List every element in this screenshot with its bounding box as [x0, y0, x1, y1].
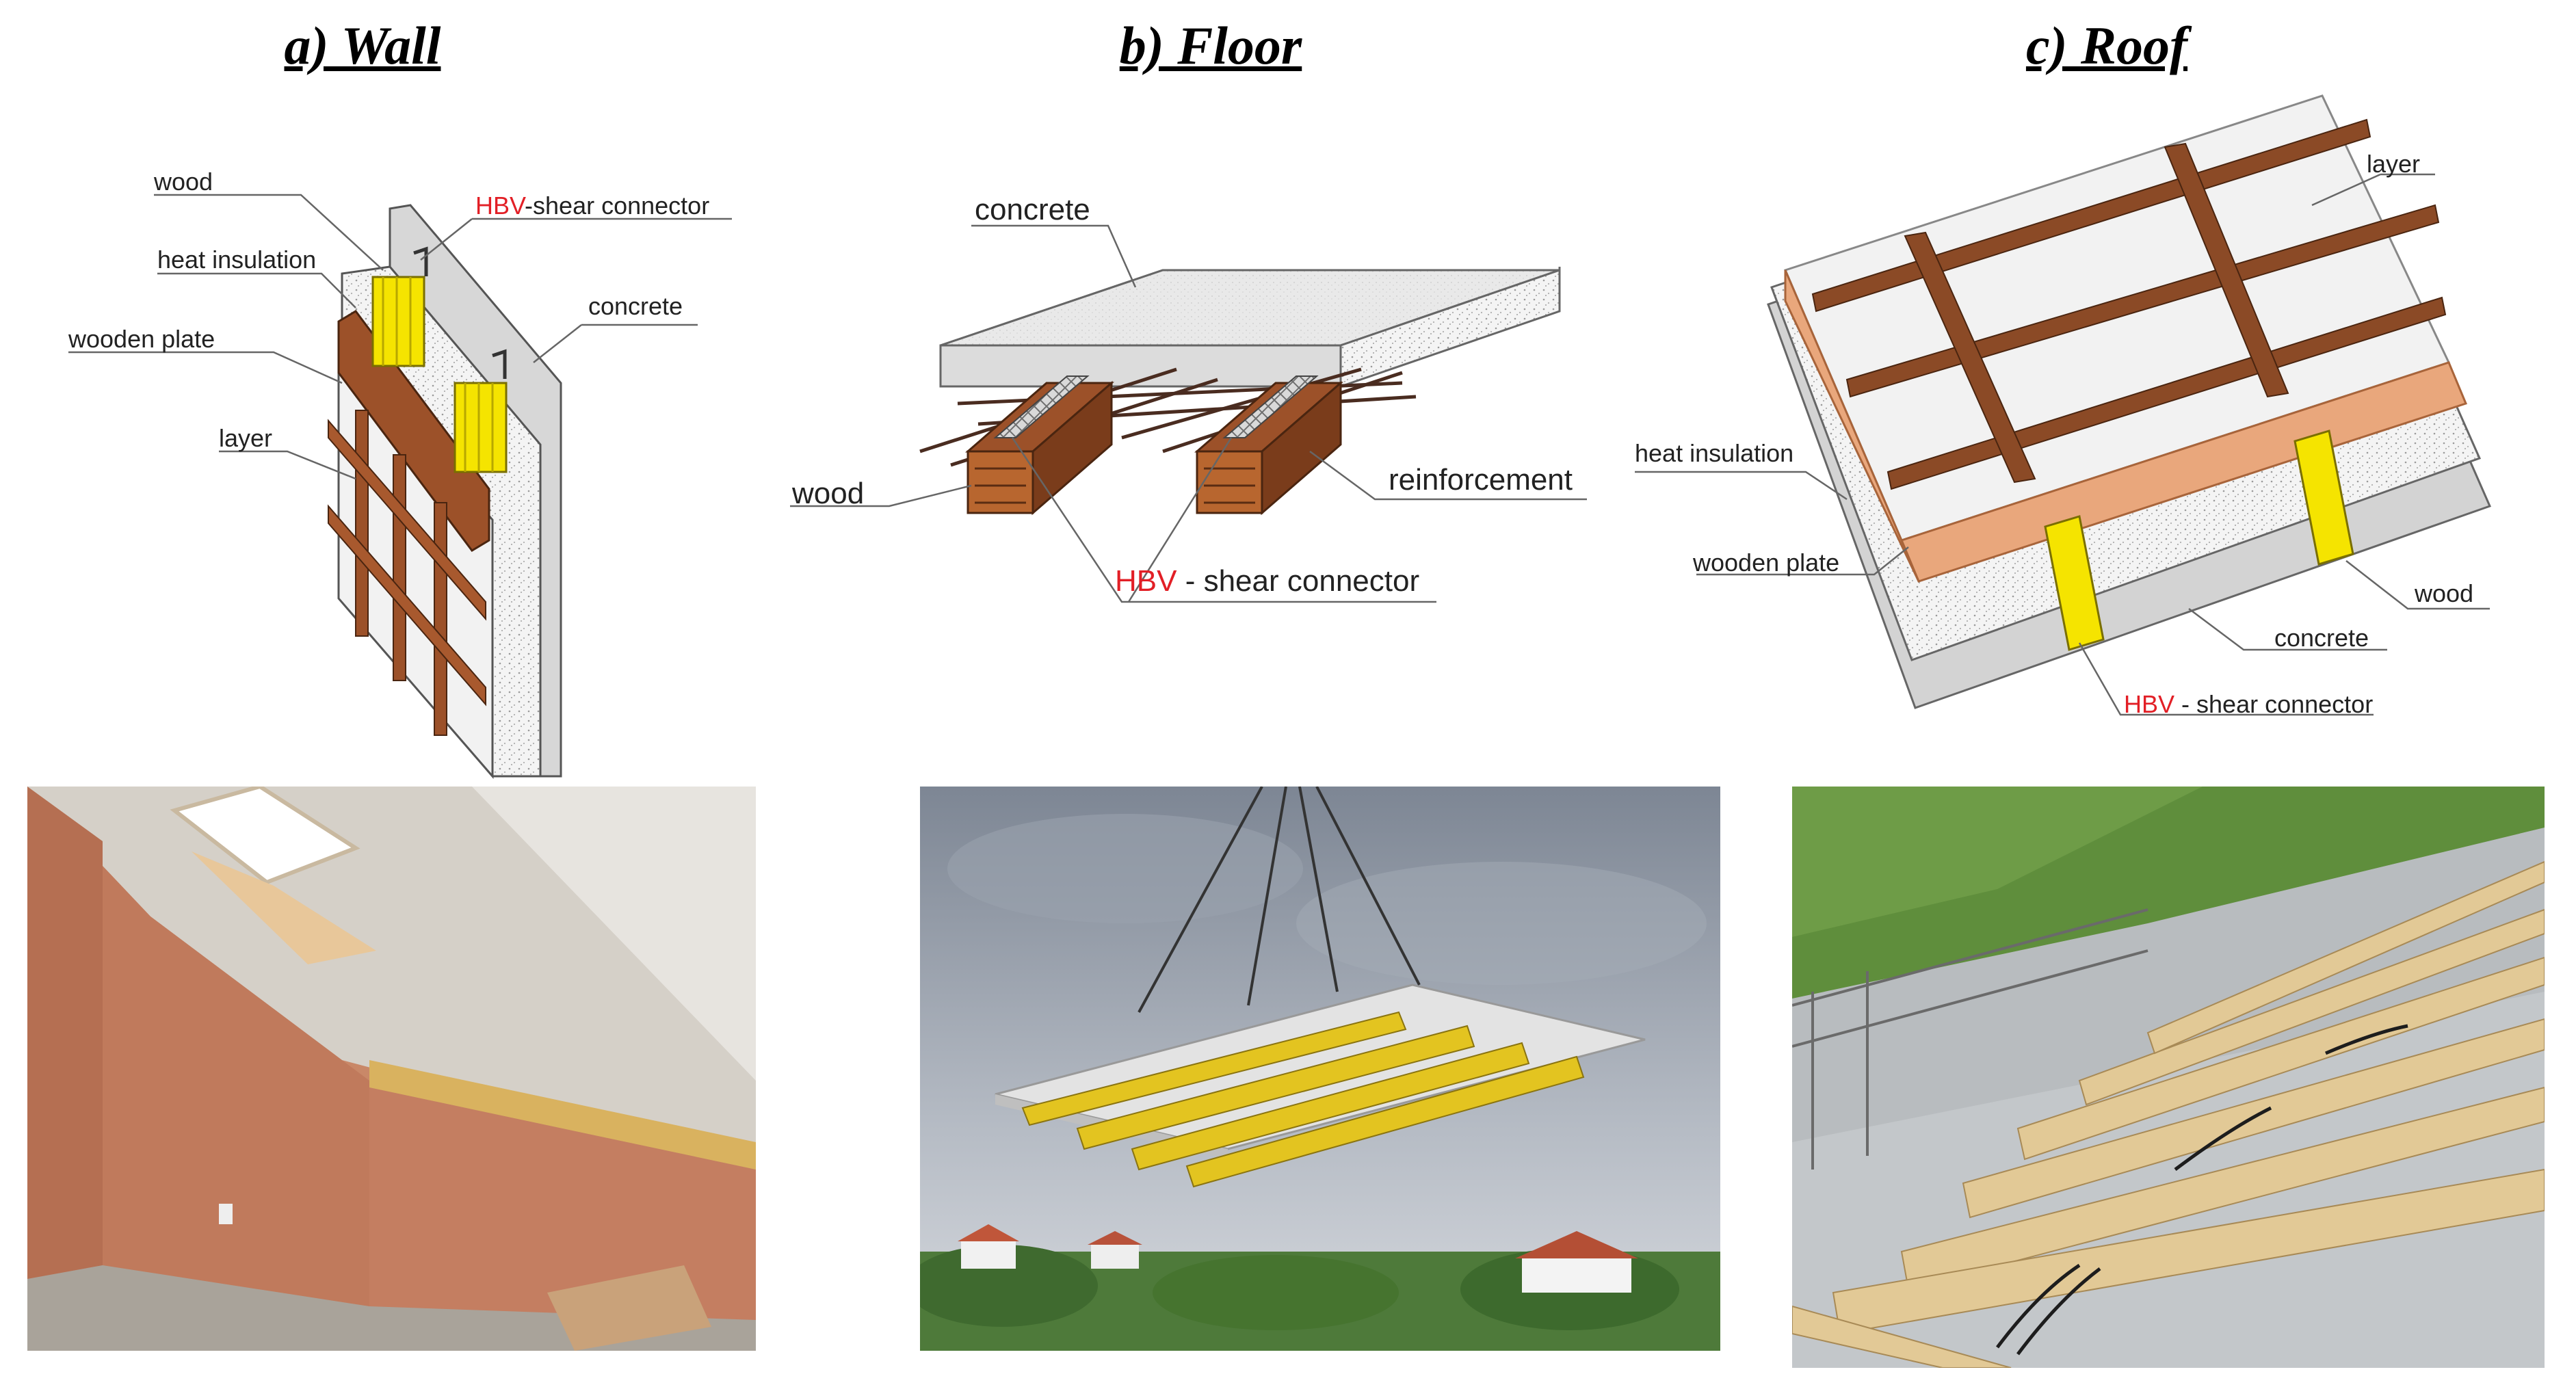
floor-label-concrete: concrete — [975, 193, 1090, 226]
wall-label-hbv-prefix: HBV — [475, 191, 525, 220]
wall-batten-3 — [434, 502, 447, 736]
roof-photo — [1792, 787, 2545, 1368]
roof-label-layer: layer — [2367, 150, 2421, 178]
wall-label-hbv: HBV-shear connector — [475, 194, 709, 218]
floor-label-hbv: HBV - shear connector — [1115, 566, 1419, 596]
floor-diagram — [790, 224, 1587, 603]
wall-label-layer: layer — [219, 424, 273, 452]
wall-label-wood: wood — [154, 168, 213, 196]
roof-label-hbv-prefix: HBV — [2124, 690, 2175, 718]
wall-wooden-plate — [337, 310, 490, 552]
roof-label-concrete: concrete — [2274, 624, 2369, 652]
roof-batten-2 — [1845, 204, 2440, 398]
floor-label-wood: wood — [792, 477, 865, 510]
floor-connector-2 — [1222, 375, 1319, 438]
roof-label-heat-insulation: heat insulation — [1635, 439, 1794, 467]
wall-connector-1 — [371, 276, 425, 367]
roof-rafter-1 — [1904, 231, 2036, 484]
floor-label-hbv-suffix: - shear connector — [1177, 564, 1420, 598]
floor-label-reinforcement: reinforcement — [1389, 463, 1573, 497]
wall-batten-h1 — [328, 419, 486, 621]
floor-photo — [920, 787, 1720, 1351]
roof-label-hbv-suffix: - shear connector — [2174, 690, 2374, 718]
wall-label-heat-insulation: heat insulation — [157, 246, 317, 274]
wall-connector-2 — [454, 382, 508, 473]
roof-rafter-2 — [2164, 142, 2289, 398]
roof-label-wood: wood — [2415, 579, 2474, 607]
floor-beam-2-side — [1261, 380, 1342, 516]
wall-label-hbv-suffix: -shear connector — [525, 191, 710, 220]
roof-diagram — [1635, 94, 2492, 716]
diagrams-canvas — [68, 94, 2492, 780]
wall-label-wooden-plate: wooden plate — [68, 325, 215, 353]
panel-title-floor: b) Floor — [1119, 16, 1302, 75]
panel-title-roof: c) Roof — [2025, 16, 2188, 75]
floor-label-hbv-prefix: HBV — [1115, 564, 1177, 598]
floor-beam-1-side — [1031, 380, 1113, 516]
floor-slab-side — [1339, 268, 1561, 388]
wall-diagram — [68, 194, 732, 780]
wall-photo — [27, 787, 756, 1351]
wall-batten-1 — [355, 410, 369, 637]
roof-label-hbv: HBV - shear connector — [2124, 692, 2373, 717]
roof-label-wooden-plate: wooden plate — [1693, 549, 1840, 577]
roof-connector-1 — [2044, 515, 2105, 651]
wall-batten-h2 — [328, 504, 486, 706]
floor-connector-1 — [993, 375, 1090, 438]
roof-connector-2 — [2294, 430, 2354, 566]
wall-label-concrete: concrete — [588, 292, 683, 320]
panel-title-wall: a) Wall — [284, 16, 441, 75]
wall-batten-2 — [393, 454, 406, 681]
